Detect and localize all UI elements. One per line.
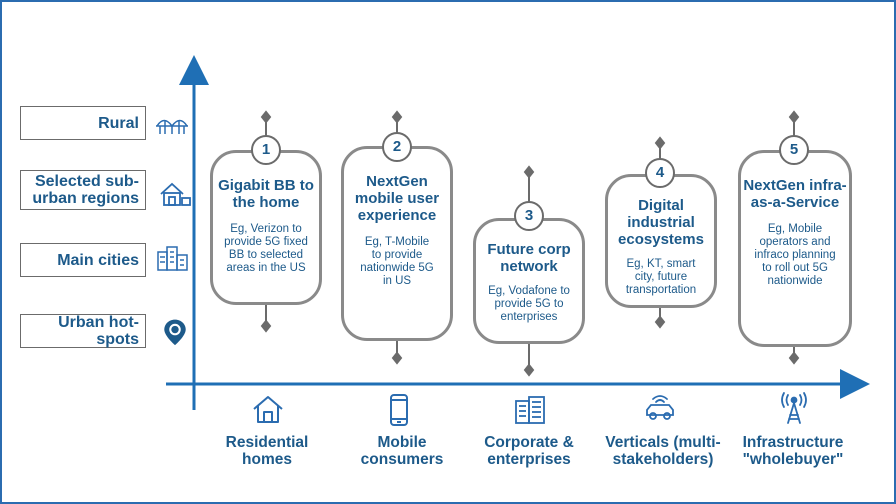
card-title: Future corp network: [487, 241, 571, 275]
x-category-residential: Residential homes: [225, 434, 309, 468]
bridge-icon: [156, 119, 188, 134]
card-description: Eg, KT, smart city, future transportatio…: [625, 258, 697, 296]
y-category-suburban: Selected sub- urban regions: [20, 170, 146, 210]
x-category-verticals: Verticals (multi- stakeholders): [605, 434, 721, 468]
card-number-3: 3: [514, 201, 544, 231]
card-title: NextGen mobile user experience: [354, 173, 440, 224]
radio-tower-icon: [781, 392, 807, 424]
card-number-5: 5: [779, 135, 809, 165]
use-case-card-4: Digital industrial ecosystems Eg, KT, sm…: [605, 174, 717, 308]
location-pin-icon: [164, 319, 186, 346]
card-description: Eg, Verizon to provide 5G fixed BB to se…: [224, 223, 308, 274]
card-description: Eg, Mobile operators and infraco plannin…: [754, 223, 836, 287]
home-icon: [253, 396, 283, 423]
smartphone-icon: [390, 394, 408, 426]
card-number-2: 2: [382, 132, 412, 162]
office-building-icon: [515, 396, 545, 424]
card-title: Digital industrial ecosystems: [618, 197, 704, 248]
x-category-corporate: Corporate & enterprises: [484, 434, 574, 468]
use-case-card-1: Gigabit BB to the home Eg, Verizon to pr…: [210, 150, 322, 305]
y-category-urban-hotspots: Urban hot-spots: [20, 314, 146, 348]
city-buildings-icon: [157, 246, 188, 271]
use-case-card-3: Future corp network Eg, Vodafone to prov…: [473, 218, 585, 344]
y-category-rural: Rural: [20, 106, 146, 140]
card-title: NextGen infra- as-a-Service: [743, 177, 847, 211]
use-case-card-5: NextGen infra- as-a-Service Eg, Mobile o…: [738, 150, 852, 347]
house-icon: [160, 182, 191, 206]
card-number-1: 1: [251, 135, 281, 165]
card-description: Eg, T-Mobile to provide nationwide 5G in…: [360, 236, 434, 287]
y-category-main-cities: Main cities: [20, 243, 146, 277]
card-number-4: 4: [645, 158, 675, 188]
card-description: Eg, Vodafone to provide 5G to enterprise…: [488, 285, 570, 323]
x-category-mobile: Mobile consumers: [360, 434, 444, 468]
card-title: Gigabit BB to the home: [218, 177, 314, 211]
use-case-card-2: NextGen mobile user experience Eg, T-Mob…: [341, 146, 453, 341]
x-category-infrastructure: Infrastructure "wholebuyer": [742, 434, 844, 468]
connected-car-icon: [646, 395, 674, 420]
